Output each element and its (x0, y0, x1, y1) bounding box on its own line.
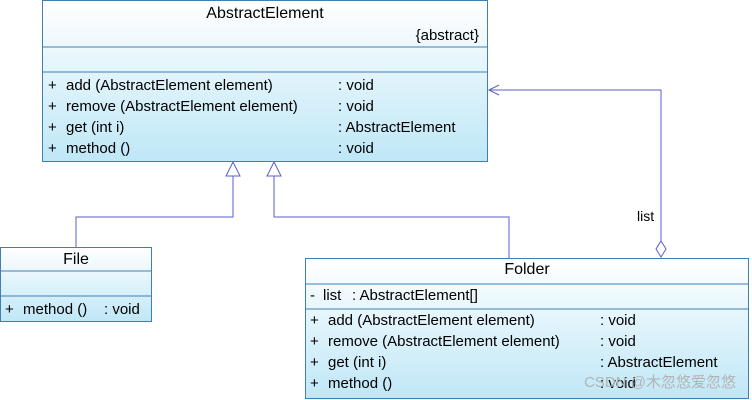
class-box (0, 247, 152, 322)
method-row: + method () : void (48, 140, 374, 157)
method-signature: remove (AbstractElement element) (328, 333, 560, 350)
method-return-type: : void (600, 375, 636, 392)
method-return-type: : AbstractElement (600, 354, 718, 371)
method-return-type: : void (600, 312, 636, 329)
method-visibility: + (48, 98, 57, 115)
folder-generalization-arrowhead (266, 160, 282, 177)
method-signature: method () (23, 301, 87, 318)
method-return-type: : AbstractElement (338, 119, 456, 136)
aggregation-diamond (655, 240, 667, 258)
class-stereotype: {abstract} (416, 27, 479, 44)
method-row: + get (int i) : AbstractElement (48, 119, 456, 136)
method-row: + add (AbstractElement element) : void (310, 312, 636, 329)
aggregation-label: list (637, 208, 654, 224)
method-visibility: + (310, 333, 319, 350)
method-signature: get (int i) (66, 119, 124, 136)
class-box (42, 0, 488, 162)
method-row: + method () : void (5, 301, 140, 318)
file-generalization-arrowhead (225, 160, 241, 177)
aggregation-arrowhead (487, 84, 500, 96)
method-row: + get (int i) : AbstractElement (310, 354, 718, 371)
class-box (305, 258, 749, 399)
method-signature: method () (66, 140, 130, 157)
method-visibility: + (48, 140, 57, 157)
connectors (75, 84, 667, 258)
method-visibility: + (310, 375, 319, 392)
method-return-type: : void (338, 140, 374, 157)
class-name: Folder (504, 261, 550, 278)
method-row: + remove (AbstractElement element) : voi… (48, 98, 374, 115)
aggregation-line (489, 89, 662, 241)
class-name: File (63, 251, 89, 268)
class-abstract-element: AbstractElement {abstract} + add (Abstra… (42, 0, 488, 162)
attribute-type: : AbstractElement[] (352, 287, 478, 304)
method-signature: add (AbstractElement element) (328, 312, 535, 329)
method-return-type: : void (104, 301, 140, 318)
method-return-type: : void (600, 333, 636, 350)
method-signature: remove (AbstractElement element) (66, 98, 298, 115)
method-visibility: + (310, 354, 319, 371)
watermark: CSDN @木忽悠爱忽悠 (584, 374, 736, 391)
method-visibility: + (48, 77, 57, 94)
class-name: AbstractElement (206, 5, 324, 22)
method-row: + method () : void (310, 375, 636, 392)
attribute-name: list (323, 287, 342, 304)
method-visibility: + (48, 119, 57, 136)
file-generalization-line (75, 176, 234, 247)
method-visibility: + (5, 301, 14, 318)
class-file: File + method () : void (0, 247, 152, 322)
attribute-visibility: - (310, 287, 315, 304)
class-folder: Folder - list : AbstractElement[] + add … (305, 258, 749, 399)
method-signature: method () (328, 375, 392, 392)
folder-generalization-line (273, 176, 510, 258)
method-row: + add (AbstractElement element) : void (48, 77, 374, 94)
attribute-row: - list : AbstractElement[] (310, 287, 478, 304)
method-row: + remove (AbstractElement element) : voi… (310, 333, 636, 350)
method-return-type: : void (338, 98, 374, 115)
method-return-type: : void (338, 77, 374, 94)
method-visibility: + (310, 312, 319, 329)
method-signature: get (int i) (328, 354, 386, 371)
method-signature: add (AbstractElement element) (66, 77, 273, 94)
